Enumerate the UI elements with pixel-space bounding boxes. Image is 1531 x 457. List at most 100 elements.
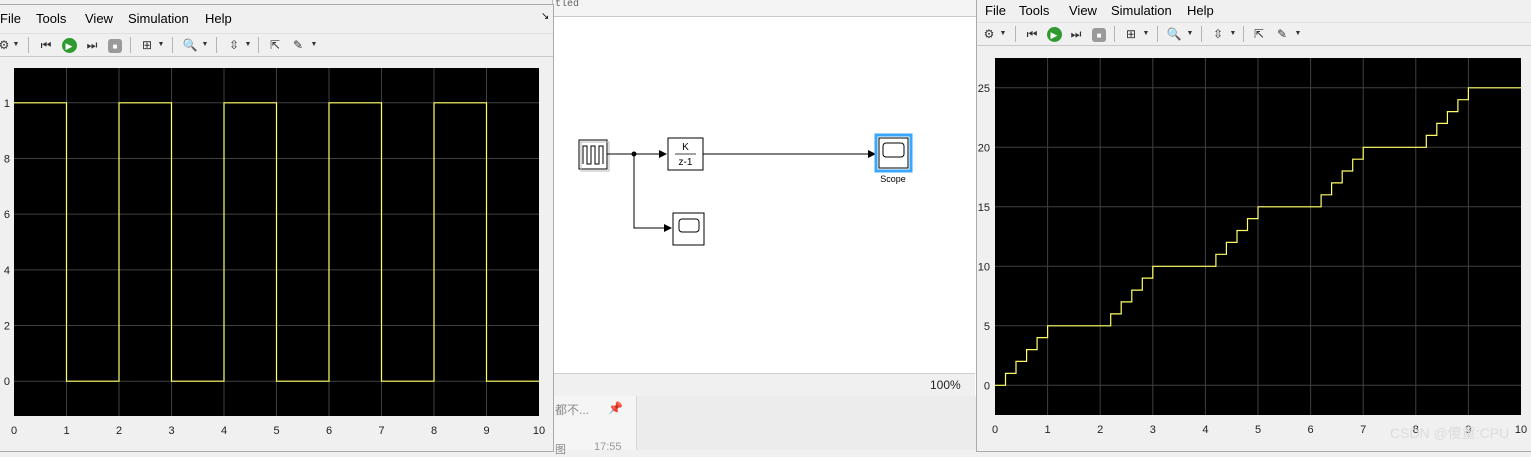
menu-file[interactable]: File (985, 3, 1006, 18)
x-tick-label: 1 (1045, 424, 1051, 436)
right-toolbar: ⚙ ▼ ⏮ ▶ ⏭ ■ ⊞ ▼ 🔍 ▼ ⇳ ▼ ⇱ ✎ ▼ (977, 22, 1531, 46)
dropdown-arrow-icon[interactable]: ▼ (1294, 30, 1302, 37)
chat-time: 17:55 (594, 441, 622, 453)
watermark: CSDN @傻童:CPU (1390, 425, 1510, 441)
menu-file[interactable]: File (0, 11, 21, 26)
dropdown-arrow-icon[interactable]: ▼ (201, 41, 209, 48)
y-tick-label: 0 (4, 376, 10, 388)
zoom-icon[interactable]: 🔍 (182, 38, 198, 52)
x-tick-label: 7 (1360, 424, 1366, 436)
status-bar (553, 373, 975, 396)
block-denominator: z-1 (679, 157, 693, 168)
menu-simulation[interactable]: Simulation (1111, 3, 1172, 18)
menu-simulation[interactable]: Simulation (128, 11, 189, 26)
dropdown-arrow-icon[interactable]: ▼ (1229, 30, 1237, 37)
menu-tools[interactable]: Tools (36, 11, 67, 26)
style-icon[interactable]: ✎ (292, 38, 304, 52)
dropdown-arrow-icon[interactable]: ▼ (999, 30, 1007, 37)
run-icon[interactable]: ▶ (1046, 26, 1062, 42)
model-title: tled (553, 0, 977, 17)
chat-sub: 图 (555, 444, 566, 456)
x-tick-label: 6 (1308, 424, 1314, 436)
chat-snippet: 都不... (555, 403, 590, 417)
dropdown-arrow-icon[interactable]: ▼ (157, 41, 165, 48)
separator (172, 37, 173, 53)
separator (1015, 26, 1016, 42)
block-numerator: K (682, 142, 689, 153)
x-tick-label: 4 (221, 425, 227, 437)
run-icon[interactable]: ▶ (61, 37, 77, 53)
y-tick-label: 2 (4, 321, 10, 333)
menu-help[interactable]: Help (205, 11, 232, 26)
x-tick-label: 4 (1202, 424, 1208, 436)
separator (1243, 26, 1244, 42)
style-icon[interactable]: ✎ (1276, 27, 1288, 41)
x-tick-label: 3 (1150, 424, 1156, 436)
y-tick-label: 20 (978, 142, 990, 154)
zoom-icon[interactable]: 🔍 (1166, 27, 1182, 41)
y-tick-label: 4 (4, 265, 10, 277)
signal-select-icon[interactable]: ⊞ (1125, 27, 1137, 41)
x-tick-label: 0 (992, 424, 998, 436)
menu-help[interactable]: Help (1187, 3, 1214, 18)
restore-icon[interactable]: ↘ (541, 11, 550, 22)
stop-icon[interactable]: ■ (107, 37, 123, 53)
pulse-generator-block[interactable] (578, 139, 610, 172)
left-toolbar: ⚙ ▼ ⏮ ▶ ⏭ ■ ⊞ ▼ 🔍 ▼ ⇳ ▼ ⇱ ✎ ▼ (0, 33, 553, 57)
x-tick-label: 7 (378, 425, 384, 437)
x-tick-label: 2 (116, 425, 122, 437)
menu-view[interactable]: View (1069, 3, 1097, 18)
x-tick-label: 5 (1255, 424, 1261, 436)
x-tick-label: 2 (1097, 424, 1103, 436)
model-canvas[interactable]: K z-1 Scope (552, 16, 976, 373)
x-tick-label: 10 (1515, 424, 1527, 436)
menu-view[interactable]: View (85, 11, 113, 26)
dropdown-arrow-icon[interactable]: ▼ (1142, 30, 1150, 37)
y-tick-label: 15 (978, 202, 990, 214)
separator (1157, 26, 1158, 42)
x-tick-label: 8 (1413, 424, 1419, 436)
background-chat-panel (552, 395, 637, 450)
discrete-integrator-block[interactable]: K z-1 (667, 137, 704, 171)
dropdown-arrow-icon[interactable]: ▼ (310, 41, 318, 48)
restore-layout-icon[interactable]: ⇱ (269, 38, 281, 52)
x-tick-label: 5 (273, 425, 279, 437)
separator (28, 37, 29, 53)
x-tick-label: 6 (326, 425, 332, 437)
y-tick-label: 10 (978, 261, 990, 273)
separator (258, 37, 259, 53)
x-tick-label: 9 (483, 425, 489, 437)
branch-line[interactable] (633, 154, 672, 232)
signal-trace (14, 102, 539, 382)
signal-trace (995, 87, 1521, 386)
dropdown-arrow-icon[interactable]: ▼ (244, 41, 252, 48)
scope-label: Scope (880, 174, 906, 184)
y-tick-label: 6 (4, 209, 10, 221)
step-forward-icon[interactable]: ⏭ (86, 38, 98, 52)
stop-icon[interactable]: ■ (1091, 26, 1107, 42)
gear-icon[interactable]: ⚙ (0, 38, 10, 52)
menu-tools[interactable]: Tools (1019, 3, 1050, 18)
scope-block-2[interactable] (672, 212, 705, 246)
pin-icon: 📌 (608, 401, 623, 415)
autoscale-icon[interactable]: ⇳ (1212, 27, 1224, 41)
x-tick-label: 0 (11, 425, 17, 437)
step-back-icon[interactable]: ⏮ (40, 38, 52, 52)
y-tick-label: 1 (4, 98, 10, 110)
y-tick-label: 8 (4, 153, 10, 165)
autoscale-icon[interactable]: ⇳ (228, 38, 240, 52)
model-window (552, 0, 978, 396)
restore-layout-icon[interactable]: ⇱ (1253, 27, 1265, 41)
step-back-icon[interactable]: ⏮ (1026, 27, 1038, 41)
dropdown-arrow-icon[interactable]: ▼ (1186, 30, 1194, 37)
step-forward-icon[interactable]: ⏭ (1070, 27, 1082, 41)
separator (1201, 26, 1202, 42)
signal-select-icon[interactable]: ⊞ (141, 38, 153, 52)
scope-block-selected[interactable]: Scope (874, 133, 913, 184)
gear-icon[interactable]: ⚙ (983, 27, 995, 41)
x-tick-label: 10 (533, 425, 545, 437)
dropdown-arrow-icon[interactable]: ▼ (12, 41, 20, 48)
zoom-level: 100% (930, 378, 961, 392)
